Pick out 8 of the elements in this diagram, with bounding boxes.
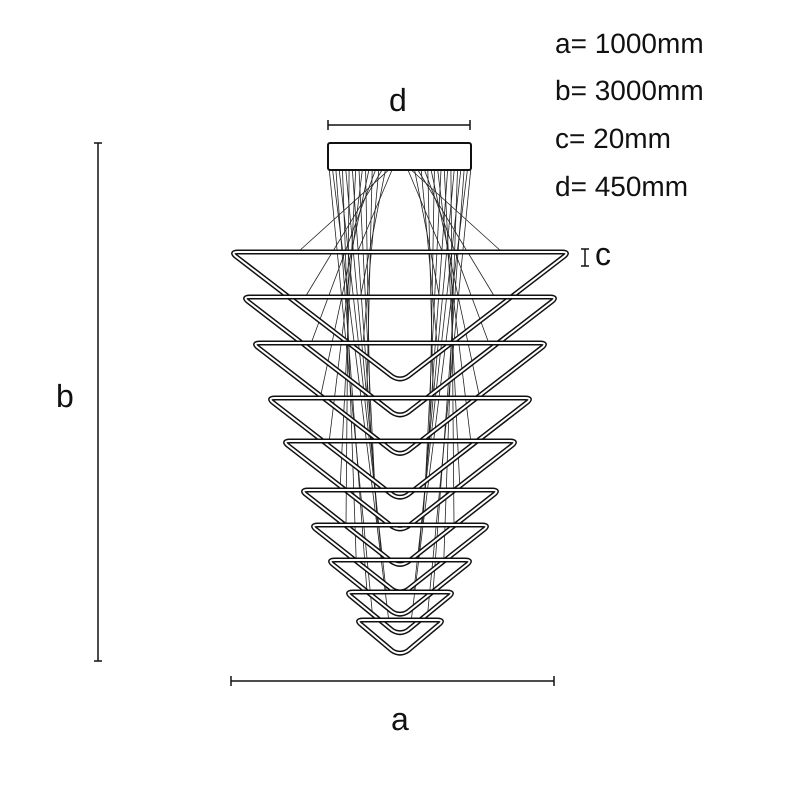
dimension-spec: b= 3000mm xyxy=(555,77,704,105)
dimension-label: a xyxy=(391,703,409,735)
dimension-spec: d= 450mm xyxy=(555,173,688,201)
dimension-label: b xyxy=(56,380,74,412)
dimension-label: c xyxy=(595,238,611,270)
dimension-label: d xyxy=(389,84,407,116)
dimension-spec: c= 20mm xyxy=(555,125,671,153)
dimension-spec: a= 1000mm xyxy=(555,30,704,58)
